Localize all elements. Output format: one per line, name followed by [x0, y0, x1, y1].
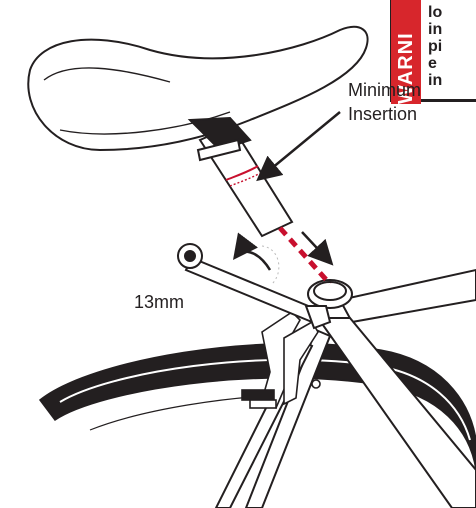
warning-text-line: lo [428, 4, 442, 21]
warning-text-line: in [428, 21, 442, 38]
minimum-insertion-label-line2: Insertion [348, 102, 417, 126]
minimum-insertion-label-line1: Minimum [348, 78, 421, 102]
saddle [28, 27, 367, 160]
warning-text-line: e [428, 55, 437, 72]
insertion-direction-arrow [302, 232, 330, 262]
warning-text-line: pi [428, 38, 442, 55]
callout-arrow [260, 112, 340, 178]
wrench [178, 244, 330, 328]
warning-text-line: in [428, 72, 442, 89]
wrench-size-label: 13mm [134, 290, 184, 314]
